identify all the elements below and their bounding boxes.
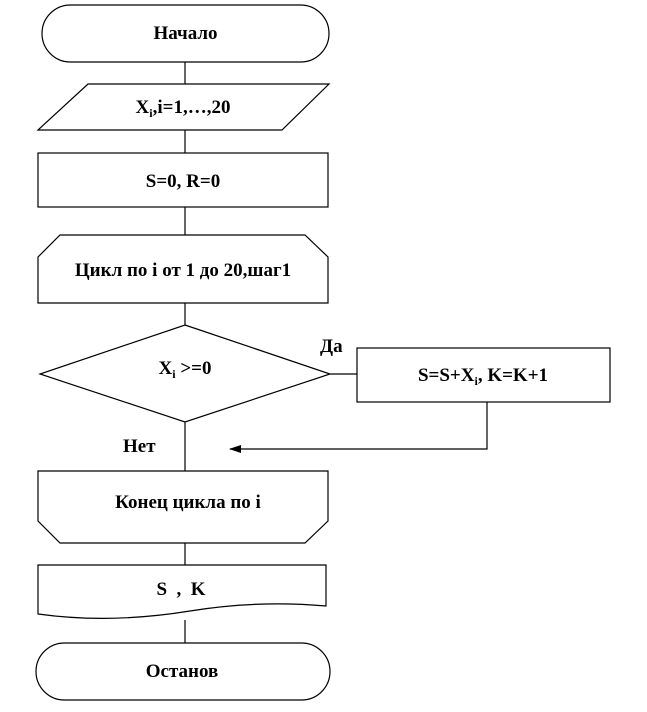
decision-rest: >=0 — [176, 358, 212, 379]
loop-end-label: Конец цикла по i — [115, 492, 261, 513]
output-label: S , K — [156, 579, 205, 600]
yes-label: Да — [320, 336, 343, 357]
init-process: S=0, R=0 — [37, 152, 329, 208]
loop-start: Цикл по i от 1 до 20,шаг1 — [37, 234, 329, 304]
start-terminator: Начало — [41, 4, 330, 63]
input-parallelogram: Xi,i=1,…,20 — [36, 83, 331, 131]
process-part1: S=S+X — [418, 365, 475, 386]
start-label: Начало — [153, 23, 217, 44]
connectors — [184, 62, 488, 643]
input-label: Xi,i=1,…,20 — [136, 97, 231, 120]
input-var: X — [136, 97, 150, 118]
end-terminator: Останов — [35, 642, 331, 701]
process-subscript: i — [474, 374, 478, 388]
output-document: S , K — [37, 564, 327, 619]
no-label: Нет — [123, 436, 156, 457]
decision-diamond: Xi >=0 — [38, 324, 332, 423]
yes-process-label: S=S+Xi, K=K+1 — [418, 365, 548, 388]
loop-start-label: Цикл по i от 1 до 20,шаг1 — [75, 260, 291, 281]
decision-subscript: i — [172, 367, 176, 381]
connector-process-return — [229, 402, 488, 453]
loop-end: Конец цикла по i — [37, 470, 329, 544]
yes-process: S=S+Xi, K=K+1 — [356, 347, 611, 403]
init-label: S=0, R=0 — [146, 171, 220, 192]
decision-label: Xi >=0 — [159, 358, 212, 381]
decision-var: X — [159, 358, 173, 379]
end-label: Останов — [146, 661, 219, 682]
input-subscript: i — [149, 106, 153, 120]
input-rest: ,i=1,…,20 — [153, 97, 231, 118]
process-part2: , K=K+1 — [478, 365, 548, 386]
